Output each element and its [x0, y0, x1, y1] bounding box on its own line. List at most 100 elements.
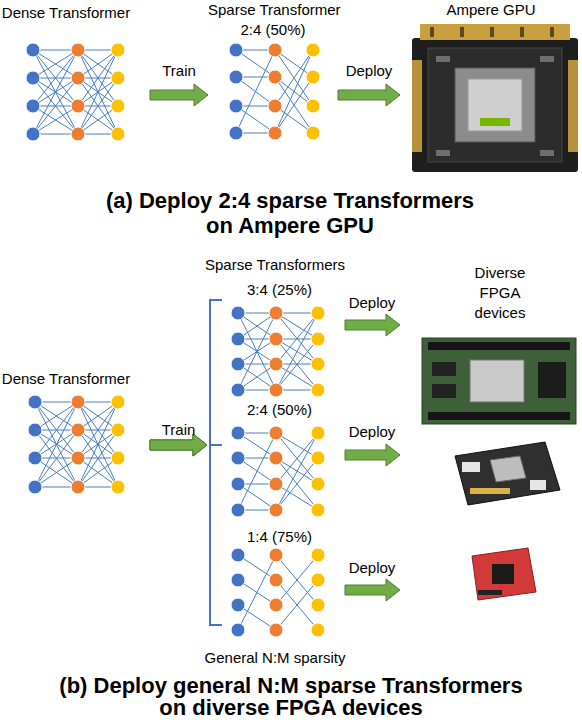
network-weight: [35, 402, 78, 487]
neuron-circle: [26, 127, 40, 141]
fpga-component: [538, 362, 566, 398]
flow-arrow: [338, 84, 400, 106]
neuron-circle: [229, 126, 243, 140]
neuron-circle: [71, 395, 85, 409]
fpga-connector: [470, 488, 510, 494]
fpga-pcb: [455, 442, 560, 505]
arrow-label: Deploy: [332, 294, 412, 312]
gpu-card: [412, 24, 578, 172]
network-weight: [33, 106, 78, 134]
network-weight: [33, 50, 78, 78]
neuron-circle: [28, 451, 42, 465]
dense-network: Dense Transformer: [0, 368, 150, 498]
fpga-component: [462, 462, 480, 472]
neuron-circle: [231, 477, 245, 491]
gpu-side-connector: [568, 60, 578, 152]
group-heading: Sparse Transformers: [195, 256, 355, 274]
neuron-circle: [231, 503, 245, 517]
network-weight: [276, 313, 318, 390]
neuron-circle: [311, 623, 325, 637]
neuron-circle: [269, 573, 283, 587]
network-weight: [276, 433, 318, 510]
gpu-component: [540, 150, 554, 156]
network-weight: [35, 458, 78, 487]
neuron-circle: [268, 43, 282, 57]
network-weight: [35, 402, 78, 430]
fpga-board-medium: [455, 442, 560, 505]
neuron-circle: [269, 503, 283, 517]
gpu-component: [436, 56, 450, 62]
split-bracket: [210, 445, 222, 625]
neuron-circle: [269, 426, 283, 440]
neuron-circle: [231, 598, 245, 612]
arrow-label: Train: [139, 62, 219, 80]
node-heading: Dense Transformer: [0, 370, 132, 388]
group-note: General N:M sparsity: [175, 649, 375, 667]
neuron-circle: [26, 99, 40, 113]
neuron-circle: [231, 357, 245, 371]
gpu-die: [468, 79, 522, 131]
split-bracket: [210, 444, 222, 446]
gpu-pin: [460, 27, 464, 37]
neuron-circle: [111, 395, 125, 409]
neuron-circle: [311, 357, 325, 371]
network-weight: [33, 50, 78, 134]
figure-caption: (a) Deploy 2:4 sparse Transformers on Am…: [95, 188, 485, 238]
neuron-circle: [311, 573, 325, 587]
neuron-circle: [269, 357, 283, 371]
flow-arrow: [150, 434, 222, 625]
network-weight: [78, 402, 118, 487]
network-weight: [236, 50, 275, 133]
gpu-component: [436, 150, 450, 156]
sparse-network: Sparse Transformer2:4 (50%): [208, 0, 338, 147]
neuron-circle: [231, 426, 245, 440]
neuron-circle: [269, 451, 283, 465]
neuron-circle: [28, 480, 42, 494]
fpga-connector: [428, 412, 570, 420]
network-weight: [275, 50, 313, 133]
arrow-label: Train: [139, 421, 219, 439]
neuron-circle: [26, 43, 40, 57]
neuron-circle: [268, 70, 282, 84]
gpu-pin: [550, 27, 554, 37]
neuron-circle: [311, 598, 325, 612]
network-weight: [35, 402, 78, 430]
sparse-network: 2:4 (50%): [222, 400, 337, 520]
block-arrow: [150, 84, 208, 106]
neuron-circle: [231, 306, 245, 320]
neuron-circle: [28, 395, 42, 409]
deploy-arrows: [345, 314, 400, 601]
neuron-circle: [311, 503, 325, 517]
network-weight: [78, 50, 118, 134]
block-arrow: [338, 84, 400, 106]
neuron-circle: [269, 306, 283, 320]
neuron-circle: [269, 548, 283, 562]
neuron-circle: [269, 332, 283, 346]
dense-network: Dense Transformer: [0, 2, 150, 147]
network-graphic: [0, 368, 150, 498]
neuron-circle: [111, 480, 125, 494]
split-bracket: [210, 300, 222, 445]
network-weight: [78, 50, 118, 134]
neuron-circle: [269, 598, 283, 612]
neuron-circle: [71, 423, 85, 437]
network-weight: [33, 106, 78, 134]
network-weight: [238, 313, 276, 390]
neuron-circle: [231, 573, 245, 587]
neuron-circle: [268, 99, 282, 113]
neuron-circle: [311, 383, 325, 397]
arrow-label: Deploy: [332, 559, 412, 577]
fpga-connector: [478, 590, 502, 595]
gpu-pin: [430, 27, 434, 37]
flow-arrow: [150, 84, 208, 106]
neuron-circle: [311, 451, 325, 465]
neuron-circle: [71, 480, 85, 494]
neuron-circle: [231, 451, 245, 465]
network-weight: [33, 50, 78, 134]
neuron-circle: [306, 43, 320, 57]
fpga-chip: [470, 360, 524, 402]
gpu-connector: [420, 24, 570, 40]
